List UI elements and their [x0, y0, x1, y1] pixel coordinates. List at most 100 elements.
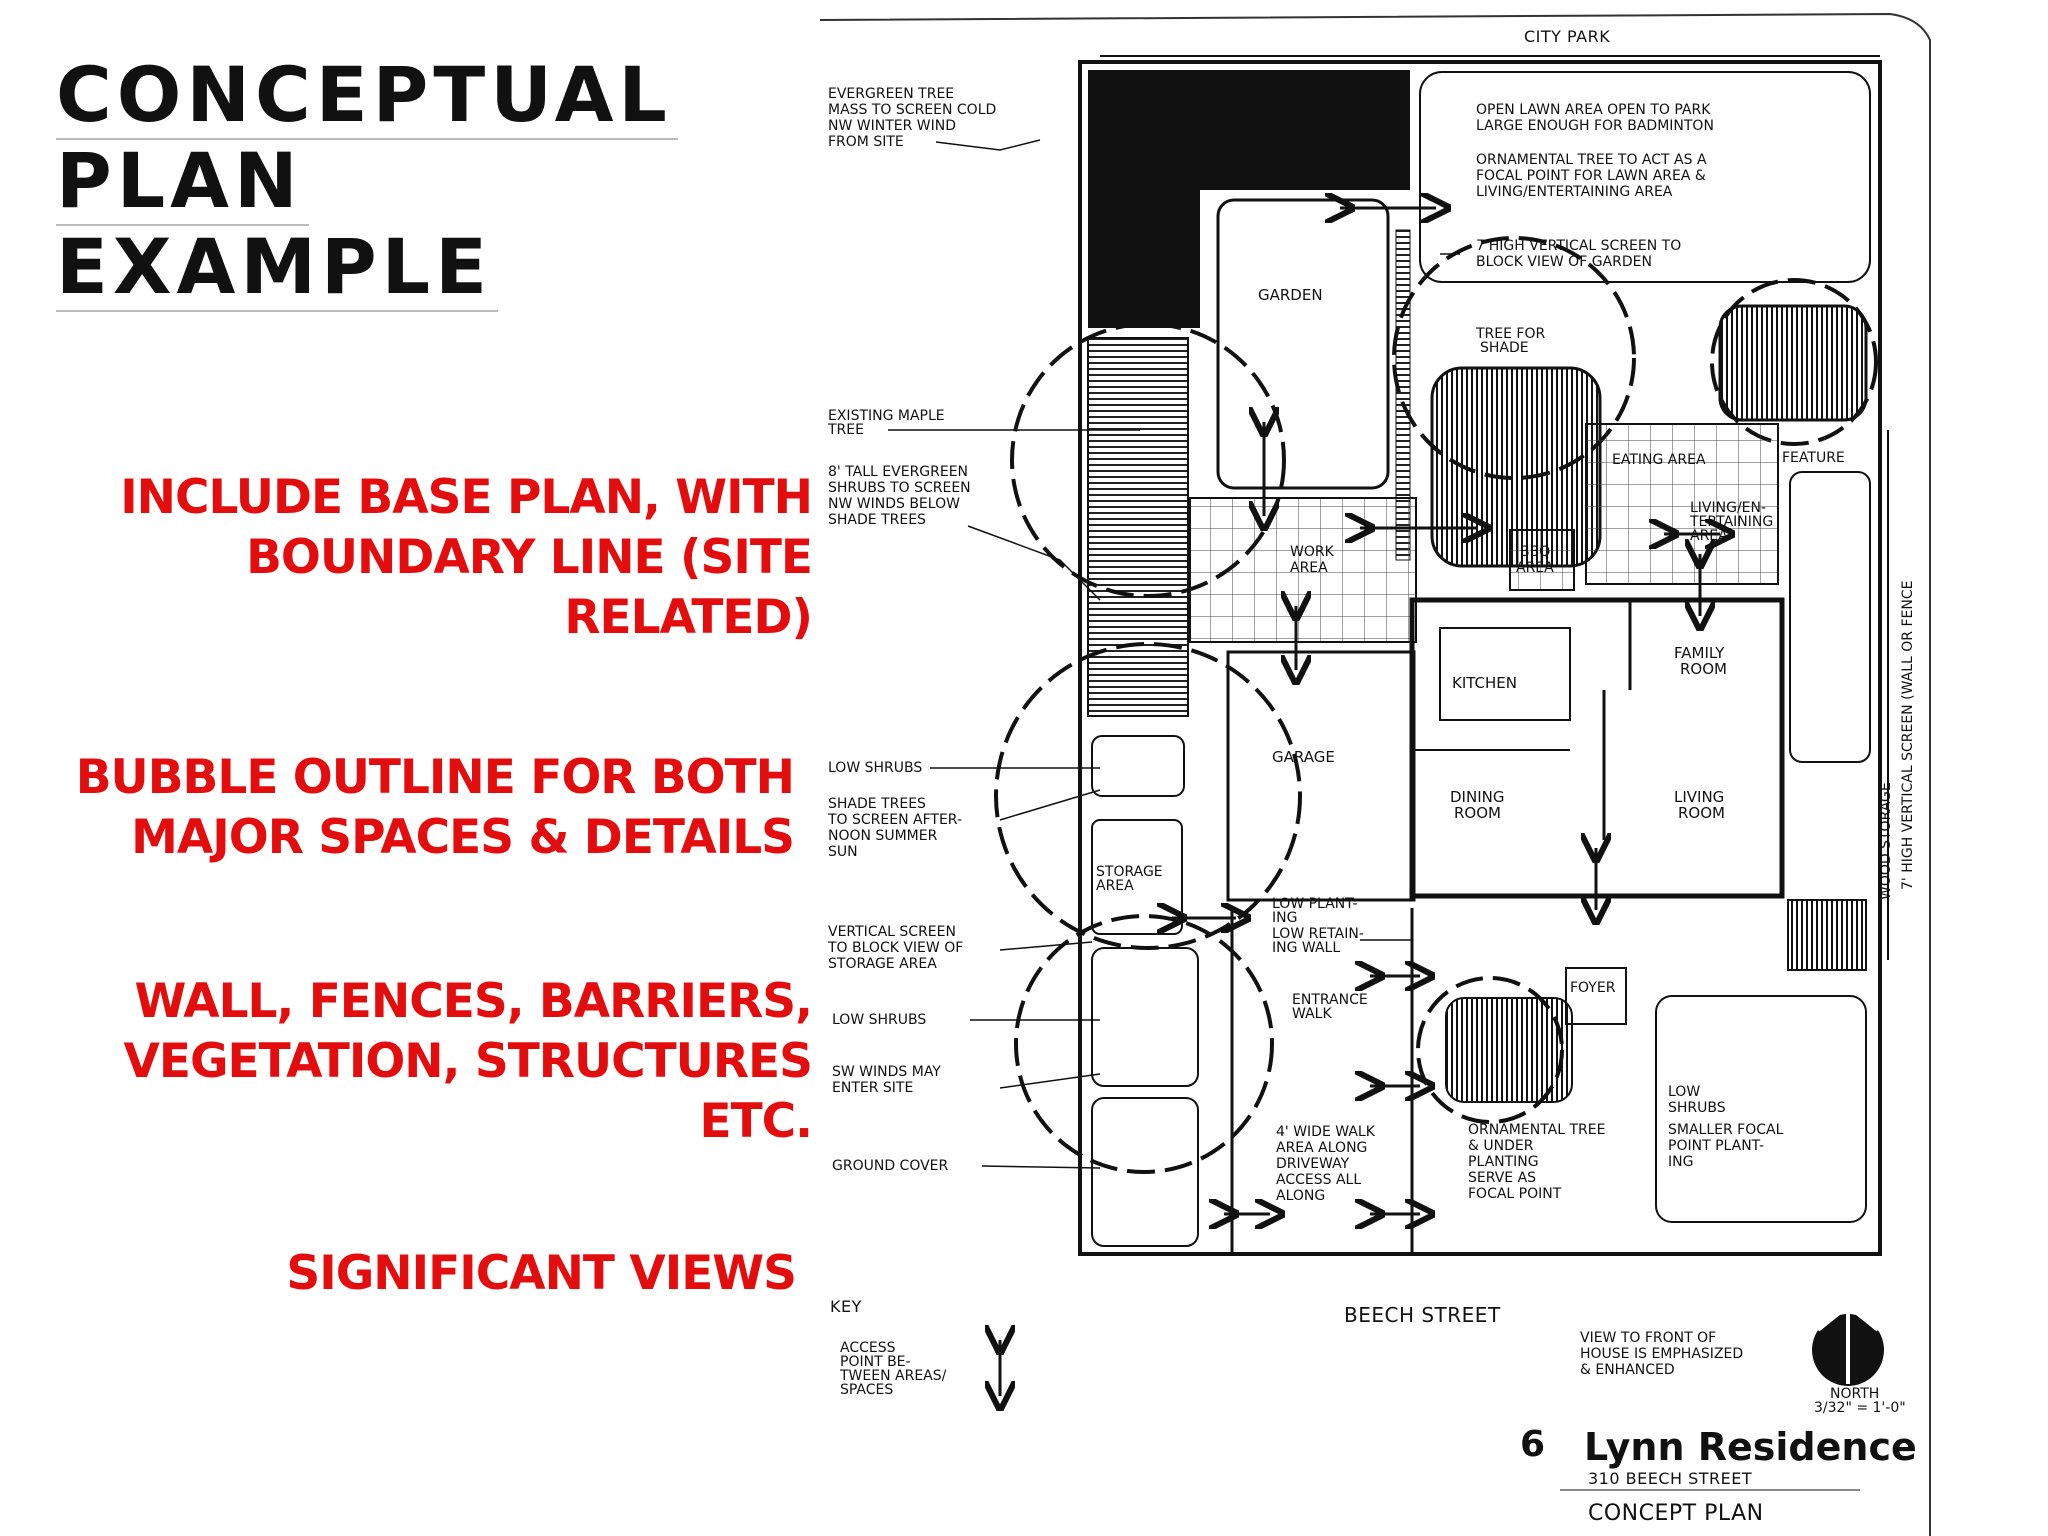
- family-room-label-1: FAMILY: [1674, 644, 1725, 662]
- note-sw-1: SW WINDS MAY: [832, 1064, 941, 1080]
- living-ent-3: AREA: [1690, 528, 1728, 544]
- storage-1: STORAGE: [1096, 864, 1163, 880]
- note-lawn-2: LARGE ENOUGH FOR BADMINTON: [1476, 118, 1714, 134]
- sw-bubble: [1014, 914, 1274, 1174]
- smaller-focal-3: ING: [1668, 1154, 1693, 1170]
- living-entertaining-patio: [1585, 423, 1779, 585]
- note-lawn-1: OPEN LAWN AREA OPEN TO PARK: [1476, 102, 1711, 118]
- street-label: BEECH STREET: [1344, 1303, 1501, 1327]
- annotation-bubble-line-1: BUBBLE OUTLINE FOR BOTH: [75, 750, 795, 805]
- orn-tree-2: & UNDER: [1468, 1138, 1534, 1154]
- note-shrubs8-2: SHRUBS TO SCREEN: [828, 480, 971, 496]
- low-shrubs-3-1: LOW: [1668, 1084, 1700, 1100]
- ground-cover-bed: [1091, 1097, 1199, 1247]
- right-screen-label: 7' HIGH VERTICAL SCREEN (WALL OR FENCE: [1900, 581, 1916, 890]
- front-shrubs-bed: [1655, 995, 1867, 1223]
- living-ent-2: TERTAINING: [1689, 514, 1773, 530]
- small-feature-tree: [1787, 899, 1867, 971]
- ornamental-tree-canopy: [1718, 304, 1868, 422]
- sheet-number: 6: [1520, 1424, 1545, 1465]
- annotation-base-plan: INCLUDE BASE PLAN, WITH BOUNDARY LINE (S…: [120, 468, 813, 648]
- key-text-line-2: POINT BE-: [840, 1354, 911, 1370]
- annotation-bubble: BUBBLE OUTLINE FOR BOTH MAJOR SPACES & D…: [75, 748, 795, 868]
- evergreen-shrubs-strip: [1087, 337, 1189, 717]
- view-front-2: HOUSE IS EMPHASIZED: [1580, 1346, 1743, 1362]
- note-ornamental-2: FOCAL POINT FOR LAWN AREA &: [1476, 168, 1706, 184]
- house-outline: [1409, 597, 1785, 899]
- note-shade-1: SHADE TREES: [828, 796, 926, 812]
- low-shrubs-3-2: SHRUBS: [1668, 1100, 1726, 1116]
- north-label: NORTH: [1830, 1386, 1879, 1402]
- storage-2: AREA: [1096, 878, 1134, 894]
- kitchen-room: [1439, 627, 1571, 721]
- wide-walk-2: AREA ALONG: [1276, 1140, 1367, 1156]
- sheet-name: CONCEPT PLAN: [1588, 1501, 1764, 1526]
- sheet-edge: [819, 12, 1931, 1536]
- note-shrubs8-4: SHADE TREES: [828, 512, 926, 528]
- wide-walk-5: ALONG: [1276, 1188, 1325, 1204]
- smaller-focal-1: SMALLER FOCAL: [1668, 1122, 1784, 1138]
- tree-shade-1: TREE FOR: [1475, 326, 1545, 342]
- wide-walk-1: 4' WIDE WALK: [1276, 1124, 1376, 1140]
- orn-tree-1: ORNAMENTAL TREE: [1468, 1122, 1605, 1138]
- wood-storage-bed: [1789, 471, 1871, 763]
- north-arrow: NORTH 3/32" = 1'-0": [1812, 1303, 1906, 1416]
- entrance-ornamental-canopy: [1445, 997, 1573, 1103]
- eating-area-label: EATING AREA: [1612, 452, 1706, 468]
- low-plant-1: LOW PLANT-: [1272, 896, 1358, 912]
- left-notes: EVERGREEN TREE MASS TO SCREEN COLD NW WI…: [827, 86, 996, 1174]
- foyer-label: FOYER: [1570, 980, 1616, 996]
- family-room-label-2: ROOM: [1680, 660, 1727, 678]
- garage-label: GARAGE: [1272, 748, 1335, 766]
- wide-walk-3: DRIVEWAY: [1276, 1156, 1350, 1172]
- low-plant-4: ING WALL: [1272, 940, 1340, 956]
- bbq-area-patio: [1509, 529, 1575, 591]
- note-shade-4: SUN: [828, 844, 858, 860]
- orn-tree-4: SERVE AS: [1468, 1170, 1536, 1186]
- bbq-2: AREA: [1516, 560, 1554, 576]
- note-evergreen-4: FROM SITE: [828, 134, 904, 150]
- low-shrubs-bed-2: [1091, 947, 1199, 1087]
- area-labels: TREE FOR SHADE EATING AREA FEATURE LIVIN…: [1096, 326, 1845, 894]
- tree-shade-2: SHADE: [1480, 340, 1529, 356]
- annotation-walls-line-1: WALL, FENCES, BARRIERS,: [134, 974, 813, 1029]
- note-low-shrubs-2: LOW SHRUBS: [832, 1012, 926, 1028]
- annotation-base-plan-line-2: BOUNDARY LINE (SITE: [246, 530, 813, 585]
- note-sw-2: ENTER SITE: [832, 1080, 913, 1096]
- bbq-1: BBQ: [1520, 544, 1550, 560]
- slide-title: CONCEPTUAL PLAN EXAMPLE: [56, 52, 678, 312]
- leader-lines: [888, 139, 1460, 1169]
- note-low-shrubs-1: LOW SHRUBS: [828, 760, 922, 776]
- foyer: [1565, 967, 1627, 1025]
- note-vert-screen-2: TO BLOCK VIEW OF: [827, 940, 963, 956]
- living-room-label-1: LIVING: [1674, 788, 1724, 806]
- orn-tree-5: FOCAL POINT: [1468, 1186, 1562, 1202]
- annotation-bubble-line-2: MAJOR SPACES & DETAILS: [131, 810, 795, 865]
- living-ent-1: LIVING/EN-: [1690, 500, 1766, 516]
- view-front-1: VIEW TO FRONT OF: [1580, 1330, 1716, 1346]
- note-maple-2: TREE: [827, 422, 864, 438]
- note-shade-3: NOON SUMMER: [828, 828, 938, 844]
- ornamental-tree-bubble: [1710, 278, 1878, 446]
- open-lawn-area: [1419, 71, 1871, 283]
- note-screen-1: 7'HIGH VERTICAL SCREEN TO: [1476, 238, 1681, 254]
- orn-tree-3: PLANTING: [1468, 1154, 1539, 1170]
- entrance-tree-bubble: [1416, 976, 1564, 1124]
- key-text-line-4: SPACES: [840, 1382, 893, 1398]
- title-line-1: CONCEPTUAL: [56, 52, 678, 140]
- note-ornamental-3: LIVING/ENTERTAINING AREA: [1476, 184, 1673, 200]
- city-park-label: CITY PARK: [1524, 27, 1610, 46]
- key-text-line-3: TWEEN AREAS/: [839, 1368, 947, 1384]
- key-text: ACCESS POINT BE- TWEEN AREAS/ SPACES: [839, 1340, 947, 1398]
- work-area-2: AREA: [1290, 560, 1328, 576]
- note-evergreen-3: NW WINTER WIND: [828, 118, 956, 134]
- storage-area-box: [1091, 819, 1183, 935]
- entrance-2: WALK: [1292, 1006, 1332, 1022]
- annotation-walls-line-3: ETC.: [699, 1094, 813, 1149]
- shade-tree-bubble: [1392, 236, 1636, 480]
- note-shrubs8-1: 8' TALL EVERGREEN: [828, 464, 968, 480]
- kitchen-label: KITCHEN: [1452, 674, 1517, 692]
- wide-walk-4: ACCESS ALL: [1276, 1172, 1361, 1188]
- scale-label: 3/32" = 1'-0": [1814, 1400, 1906, 1416]
- dining-room-label-1: DINING: [1450, 788, 1504, 806]
